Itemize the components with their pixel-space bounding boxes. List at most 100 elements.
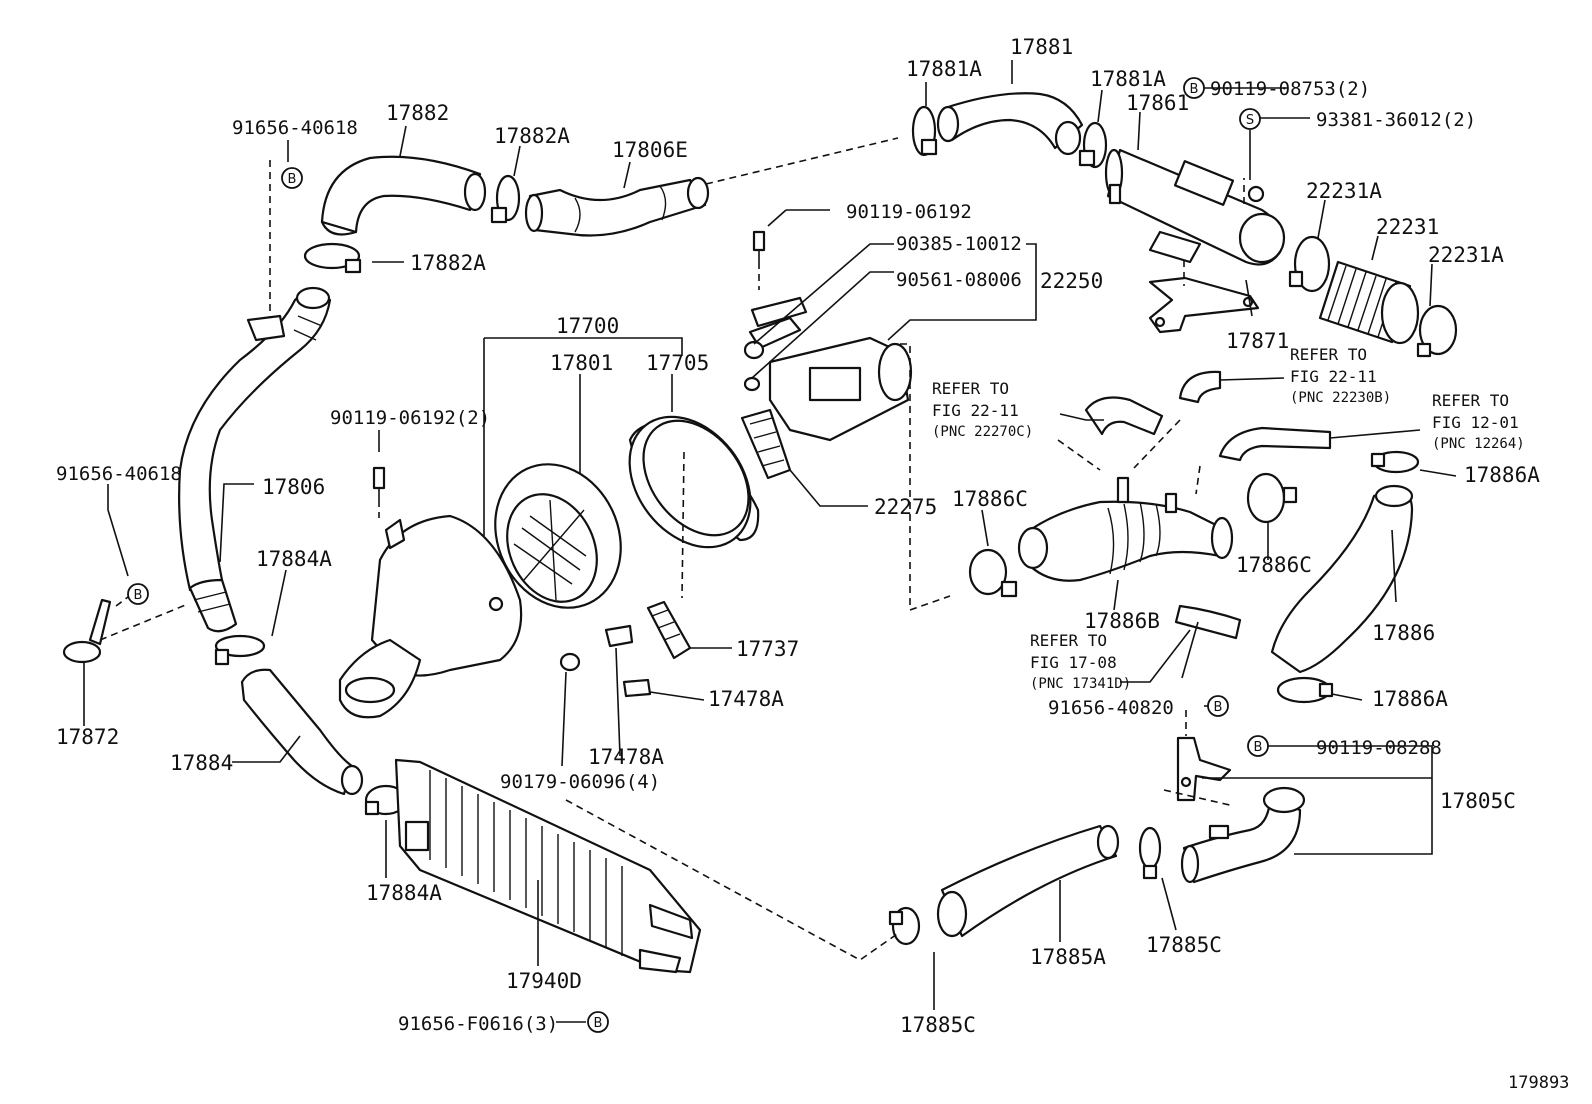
hose-ref-17341D[interactable] [1174, 604, 1242, 640]
ref-note-12264: REFER TO FIG 12-01 (PNC 12264) [1432, 391, 1525, 452]
clamp-17885C-right[interactable] [1138, 826, 1162, 880]
svg-text:B: B [1254, 740, 1263, 755]
label-17881A-left: 17881A [906, 57, 982, 81]
svg-text:FIG 22-11: FIG 22-11 [1290, 367, 1377, 386]
label-17478A-bottom: 17478A [588, 745, 664, 769]
bolt-90119-06192[interactable] [752, 230, 766, 262]
hose-ref-22270C[interactable] [1084, 396, 1164, 436]
clamp-22231A-left[interactable] [1288, 235, 1331, 293]
hose-17886B[interactable] [1017, 476, 1234, 582]
label-17885C-right: 17885C [1146, 933, 1222, 957]
label-17885C-bottom: 17885C [900, 1013, 976, 1037]
svg-text:FIG 22-11: FIG 22-11 [932, 401, 1019, 420]
label-17882A-top: 17882A [494, 124, 570, 148]
label-90119-08288: 90119-08288 [1316, 737, 1442, 759]
svg-text:REFER TO: REFER TO [1290, 345, 1367, 364]
figure-id: 179893 [1508, 1073, 1569, 1093]
bolt-symbol-91656-F0616: B [587, 1011, 609, 1033]
label-22250: 22250 [1040, 269, 1103, 293]
bolt-symbol-91656-40618-left: B [127, 583, 149, 605]
hose-17882[interactable] [320, 155, 487, 236]
label-17886C-left: 17886C [952, 487, 1028, 511]
clamp-17886C-right[interactable] [1246, 472, 1298, 524]
label-91656-F0616: 91656-F0616(3) [398, 1013, 558, 1035]
svg-text:S: S [1246, 113, 1254, 128]
clamp-17886A-low[interactable] [1276, 676, 1334, 704]
clamp-17886C-left[interactable] [968, 548, 1018, 598]
label-17871: 17871 [1226, 329, 1289, 353]
hose-17806[interactable] [178, 286, 332, 633]
label-17806E: 17806E [612, 138, 688, 162]
svg-text:FIG 12-01: FIG 12-01 [1432, 413, 1519, 432]
label-17805C: 17805C [1440, 789, 1516, 813]
label-17700: 17700 [556, 314, 619, 338]
bolt-symbol-91656-40820: B [1207, 695, 1229, 717]
clamp-17881A-right[interactable] [1078, 121, 1108, 169]
label-17881A-right: 17881A [1090, 67, 1166, 91]
bolt-symbol-91656-40618-top: B [281, 167, 303, 189]
label-90119-06192: 90119-06192 [846, 201, 972, 223]
label-17885A: 17885A [1030, 945, 1106, 969]
intercooler-17940D[interactable] [394, 758, 702, 974]
label-17882A-low: 17882A [410, 251, 486, 275]
label-17881: 17881 [1010, 35, 1073, 59]
nut-90561-08006[interactable] [743, 376, 761, 392]
hose-17886[interactable] [1270, 484, 1414, 674]
label-22231A-right: 22231A [1428, 243, 1504, 267]
label-17886A-top: 17886A [1464, 463, 1540, 487]
clamp-22231A-right[interactable] [1416, 304, 1458, 358]
ref-note-22270C: REFER TO FIG 22-11 (PNC 22270C) [932, 379, 1033, 440]
bellows-22231[interactable] [1318, 260, 1420, 345]
label-17884A-low: 17884A [366, 881, 442, 905]
label-17886B: 17886B [1084, 609, 1160, 633]
pipe-17861[interactable] [1104, 148, 1286, 266]
svg-text:(PNC 12264): (PNC 12264) [1432, 436, 1525, 452]
hose-ref-22230B[interactable] [1178, 370, 1222, 404]
hose-17884[interactable] [240, 668, 364, 796]
grommet-90385-10012[interactable] [743, 340, 765, 360]
bolt-symbol-90119-08288: B [1247, 735, 1269, 757]
clamp-17886A-top[interactable] [1370, 450, 1420, 474]
label-17884: 17884 [170, 751, 233, 775]
hose-17885A[interactable] [936, 824, 1120, 938]
hose-17881[interactable] [936, 92, 1084, 156]
svg-text:REFER TO: REFER TO [1030, 631, 1107, 650]
clamp-17882A-lower[interactable] [303, 242, 362, 274]
air-filter-element-17801[interactable] [472, 444, 643, 629]
label-90179-06096: 90179-06096(4) [500, 771, 660, 793]
hose-17806E[interactable] [524, 176, 710, 237]
clamp-17872[interactable] [62, 598, 112, 664]
clip-17737[interactable] [646, 600, 692, 660]
air-cleaner-cap-17705[interactable] [605, 393, 776, 571]
svg-text:B: B [1190, 82, 1199, 97]
air-cleaner-case-17700[interactable] [338, 514, 523, 719]
clamp-17885C-left[interactable] [888, 906, 921, 946]
bolt-90119-06192-case[interactable] [372, 466, 386, 500]
svg-text:B: B [1214, 700, 1223, 715]
svg-text:REFER TO: REFER TO [932, 379, 1009, 398]
clip-17478A-lower[interactable] [622, 678, 652, 698]
svg-text:B: B [134, 588, 143, 603]
hose-ref-12264[interactable] [1218, 426, 1332, 462]
pipe-17805C[interactable] [1180, 786, 1306, 884]
bracket-17871[interactable] [1148, 276, 1260, 334]
svg-text:B: B [594, 1016, 603, 1031]
ref-note-17341D: REFER TO FIG 17-08 (PNC 17341D) [1030, 631, 1131, 692]
clamp-17881A-left[interactable] [911, 105, 938, 157]
clamp-17884A-top[interactable] [214, 634, 266, 666]
label-91656-40820: 91656-40820 [1048, 697, 1174, 719]
svg-text:FIG 17-08: FIG 17-08 [1030, 653, 1117, 672]
label-22231: 22231 [1376, 215, 1439, 239]
label-17801: 17801 [550, 351, 613, 375]
airflow-meter-22250[interactable] [748, 296, 913, 442]
bracket-17805C[interactable] [1176, 736, 1232, 802]
clip-17478A-upper[interactable] [604, 624, 634, 648]
label-90385-10012: 90385-10012 [896, 233, 1022, 255]
callout-labels: 17881 17881A 17881A 17861 90119-08753(2)… [56, 35, 1540, 1037]
label-17872: 17872 [56, 725, 119, 749]
nut-90179-06096[interactable] [559, 652, 581, 672]
clamp-17882A-upper[interactable] [490, 174, 521, 224]
label-91656-40618-left: 91656-40618 [56, 463, 182, 485]
